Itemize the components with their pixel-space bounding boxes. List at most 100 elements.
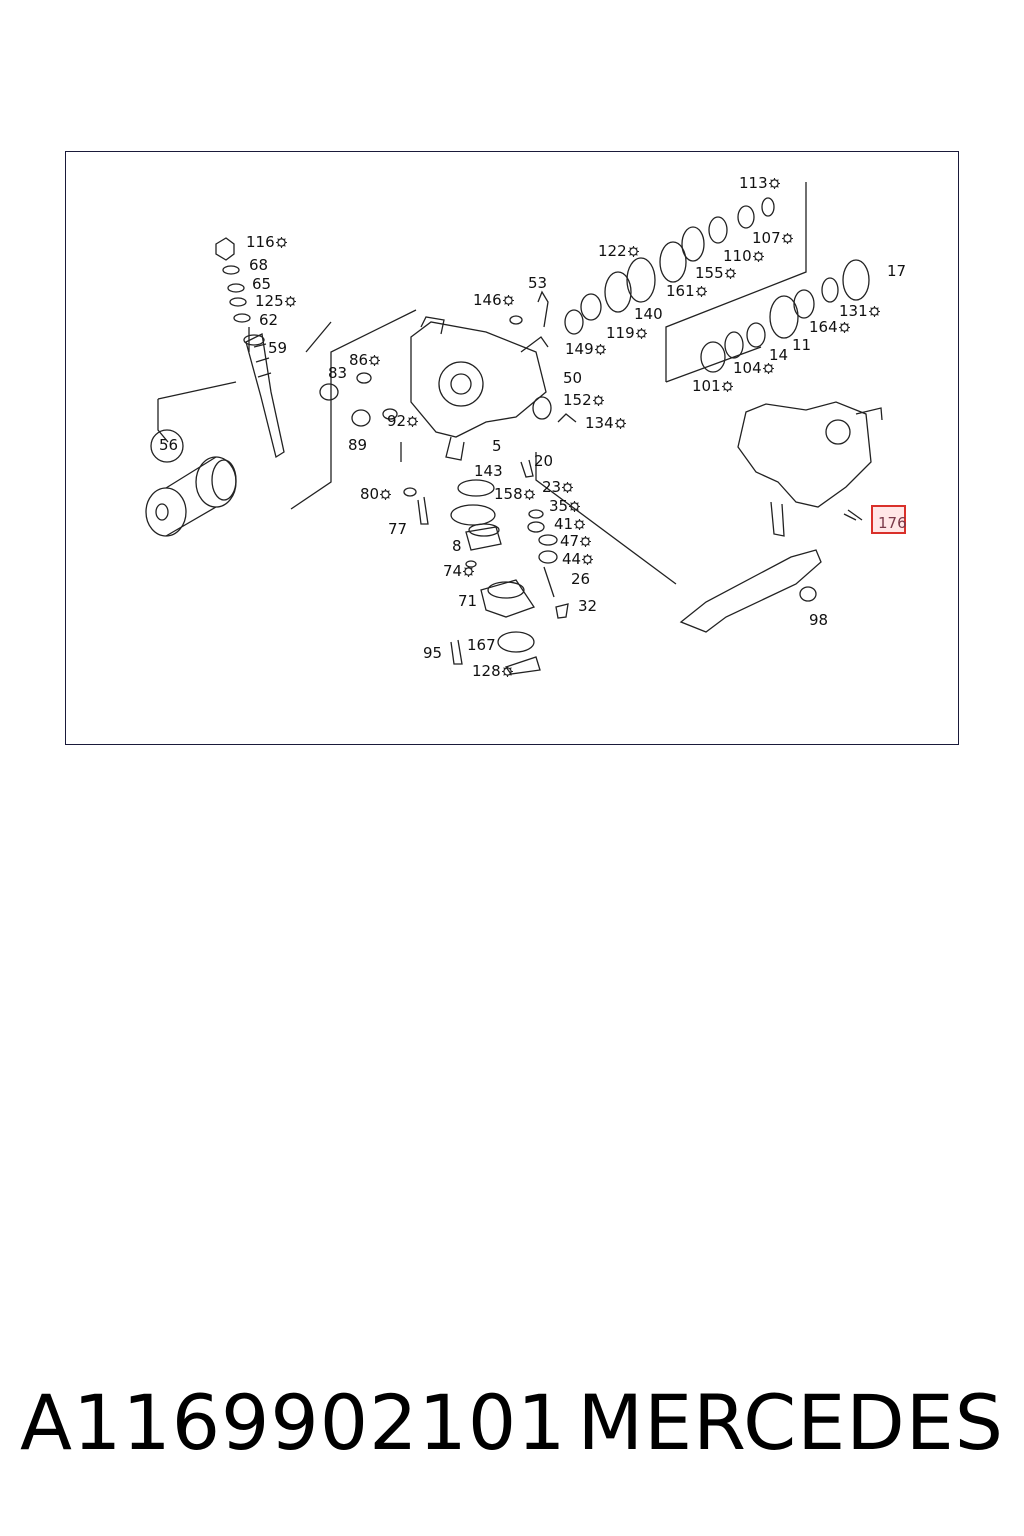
callout-17[interactable]: 17 — [887, 264, 906, 279]
callout-26[interactable]: 26 — [571, 572, 590, 587]
callout-116[interactable]: 116 — [246, 235, 287, 250]
callout-number: 26 — [571, 570, 591, 588]
callout-5[interactable]: 5 — [492, 439, 502, 454]
callout-77[interactable]: 77 — [388, 522, 407, 537]
callout-146[interactable]: 146 — [473, 293, 514, 308]
callout-number: 17 — [887, 262, 907, 280]
callout-80[interactable]: 80 — [360, 487, 392, 502]
callout-128[interactable]: 128 — [472, 664, 513, 679]
repair-kit-icon — [614, 418, 626, 429]
callout-50[interactable]: 50 — [563, 371, 582, 386]
callout-number: 35 — [549, 497, 569, 515]
callout-140[interactable]: 140 — [634, 307, 663, 322]
callout-149[interactable]: 149 — [565, 342, 606, 357]
repair-kit-icon — [580, 536, 592, 547]
callout-number: 134 — [585, 414, 614, 432]
callout-95[interactable]: 95 — [423, 646, 442, 661]
callout-number: 116 — [246, 233, 275, 251]
repair-kit-icon — [838, 322, 850, 333]
repair-kit-icon — [695, 286, 707, 297]
repair-kit-icon — [868, 306, 880, 317]
repair-kit-icon — [781, 233, 793, 244]
highlighted-part-label: 176 — [878, 514, 907, 532]
repair-kit-icon — [574, 519, 586, 530]
callout-number: 50 — [563, 369, 583, 387]
callout-134[interactable]: 134 — [585, 416, 626, 431]
part-number: A1169902101 — [20, 1377, 567, 1467]
callout-number: 128 — [472, 662, 501, 680]
callout-158[interactable]: 158 — [494, 487, 535, 502]
callout-62[interactable]: 62 — [259, 313, 278, 328]
callout-number: 89 — [348, 436, 368, 454]
callout-161[interactable]: 161 — [666, 284, 707, 299]
callout-89[interactable]: 89 — [348, 438, 367, 453]
callout-32[interactable]: 32 — [578, 599, 597, 614]
callout-164[interactable]: 164 — [809, 320, 850, 335]
callout-number: 107 — [752, 229, 781, 247]
callout-167[interactable]: 167 — [467, 638, 496, 653]
callout-number: 47 — [560, 532, 580, 550]
callout-number: 149 — [565, 340, 594, 358]
callout-71[interactable]: 71 — [458, 594, 477, 609]
repair-kit-icon — [523, 489, 535, 500]
exploded-view-drawing — [145, 182, 883, 675]
callout-11[interactable]: 11 — [792, 338, 811, 353]
repair-kit-icon — [369, 355, 381, 366]
callout-35[interactable]: 35 — [549, 497, 581, 515]
callout-number: 122 — [598, 242, 627, 260]
callout-20[interactable]: 20 — [534, 454, 553, 469]
callout-155[interactable]: 155 — [695, 266, 736, 281]
callout-number: 143 — [474, 462, 503, 480]
repair-kit-icon — [501, 666, 513, 677]
callout-152[interactable]: 152 — [563, 393, 604, 408]
callout-131[interactable]: 131 — [839, 304, 880, 319]
callout-23[interactable]: 23 — [542, 480, 574, 495]
repair-kit-icon — [594, 344, 606, 355]
callout-number: 98 — [809, 611, 829, 629]
callout-56[interactable]: 56 — [159, 438, 178, 453]
callout-47[interactable]: 47 — [560, 532, 592, 550]
callout-number: 119 — [606, 324, 635, 342]
callout-number: 113 — [739, 174, 768, 192]
callout-125[interactable]: 125 — [255, 294, 296, 309]
callout-122[interactable]: 122 — [598, 244, 639, 259]
callout-86[interactable]: 86 — [349, 353, 381, 368]
callout-113[interactable]: 113 — [739, 176, 780, 191]
callout-68[interactable]: 68 — [249, 258, 268, 273]
repair-kit-icon — [627, 246, 639, 257]
callout-8[interactable]: 8 — [452, 539, 462, 554]
callout-98[interactable]: 98 — [809, 613, 828, 628]
callout-74[interactable]: 74 — [443, 562, 475, 580]
callout-number: 167 — [467, 636, 496, 654]
callout-92[interactable]: 92 — [387, 412, 419, 430]
callout-number: 65 — [252, 275, 272, 293]
repair-kit-icon — [407, 416, 419, 427]
callout-107[interactable]: 107 — [752, 231, 793, 246]
callout-119[interactable]: 119 — [606, 326, 647, 341]
callout-44[interactable]: 44 — [562, 552, 594, 567]
highlighted-part-box[interactable] — [871, 505, 906, 534]
callout-143[interactable]: 143 — [474, 464, 503, 479]
callout-number: 53 — [528, 274, 548, 292]
callout-104[interactable]: 104 — [733, 361, 774, 376]
callout-53[interactable]: 53 — [528, 276, 547, 291]
callout-41[interactable]: 41 — [554, 515, 586, 533]
callout-number: 164 — [809, 318, 838, 336]
repair-kit-icon — [762, 363, 774, 374]
callout-number: 152 — [563, 391, 592, 409]
footer: A1169902101 MERCEDES — [20, 1372, 1004, 1472]
callout-number: 74 — [443, 562, 463, 580]
callout-110[interactable]: 110 — [723, 249, 764, 264]
callout-59[interactable]: 59 — [268, 341, 287, 356]
callout-number: 41 — [554, 515, 574, 533]
callout-83[interactable]: 83 — [328, 366, 347, 381]
callout-number: 140 — [634, 305, 663, 323]
callout-number: 56 — [159, 436, 179, 454]
callout-number: 92 — [387, 412, 407, 430]
repair-kit-icon — [275, 237, 287, 248]
callout-14[interactable]: 14 — [769, 348, 788, 363]
callout-101[interactable]: 101 — [692, 379, 733, 394]
repair-kit-icon — [752, 251, 764, 262]
callout-65[interactable]: 65 — [252, 277, 271, 292]
